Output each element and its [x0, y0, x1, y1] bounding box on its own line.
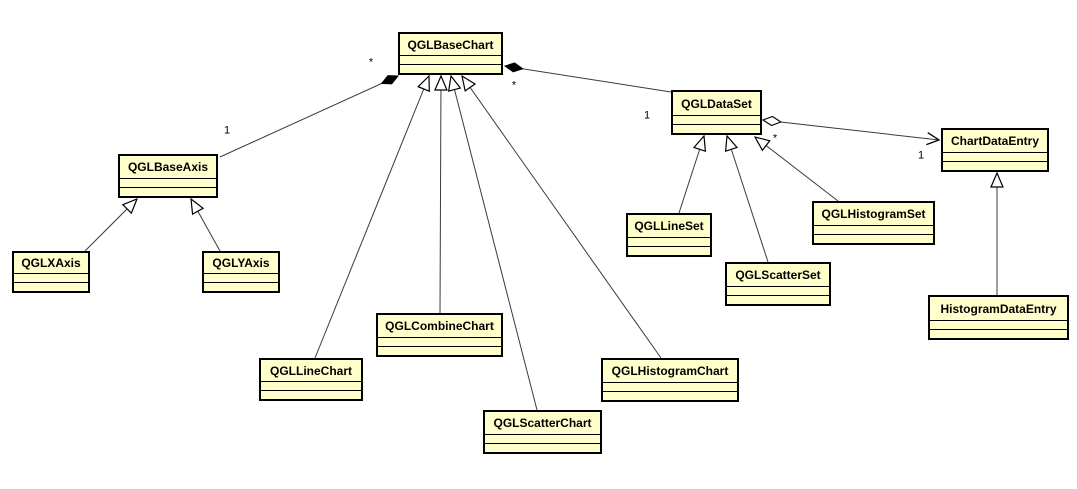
- class-name: QGLBaseAxis: [127, 160, 209, 174]
- class-qglbaseaxis[interactable]: QGLBaseAxis: [118, 154, 218, 198]
- multiplicity-label: 1: [643, 109, 651, 122]
- operations-compartment: [628, 246, 710, 255]
- attributes-compartment: [628, 237, 710, 246]
- operations-compartment: [261, 390, 361, 399]
- attributes-compartment: [120, 178, 216, 187]
- class-chartdataentry[interactable]: ChartDataEntry: [941, 128, 1049, 172]
- class-name: HistogramDataEntry: [940, 301, 1057, 316]
- operations-compartment: [120, 187, 216, 196]
- multiplicity-label: 1: [223, 124, 231, 137]
- generalization-edge-combinechart-basechart[interactable]: [440, 76, 441, 314]
- generalization-edge-histogramchart-basechart[interactable]: [462, 76, 662, 359]
- attributes-compartment: [204, 273, 278, 282]
- multiplicity-label: *: [368, 56, 374, 69]
- operations-compartment: [943, 161, 1047, 170]
- operations-compartment: [727, 295, 829, 304]
- operations-compartment: [14, 282, 88, 291]
- generalization-edge-histogramset-dataset[interactable]: [755, 137, 839, 202]
- class-name: QGLCombineChart: [385, 319, 494, 333]
- class-qglcombinechart[interactable]: QGLCombineChart: [376, 313, 503, 357]
- class-qglscatterset[interactable]: QGLScatterSet: [725, 262, 831, 306]
- class-name: QGLScatterChart: [493, 416, 592, 430]
- attributes-compartment: [485, 434, 600, 443]
- class-name: QGLBaseChart: [407, 37, 494, 52]
- operations-compartment: [485, 443, 600, 452]
- class-qgllineset[interactable]: QGLLineSet: [626, 213, 712, 257]
- composition-edge-baseaxis-basechart[interactable]: [219, 76, 398, 158]
- class-qglxaxis[interactable]: QGLXAxis: [12, 251, 90, 293]
- operations-compartment: [814, 234, 933, 243]
- class-name: QGLYAxis: [212, 256, 270, 270]
- generalization-edge-yaxis-baseaxis[interactable]: [191, 199, 221, 252]
- attributes-compartment: [814, 225, 933, 234]
- generalization-edge-scatterchart-basechart[interactable]: [451, 76, 538, 411]
- attributes-compartment: [14, 273, 88, 282]
- generalization-edge-xaxis-baseaxis[interactable]: [84, 199, 137, 252]
- attributes-compartment: [261, 381, 361, 390]
- class-name: QGLLineChart: [269, 363, 352, 378]
- attributes-compartment: [400, 55, 501, 64]
- attributes-compartment: [378, 337, 501, 346]
- operations-compartment: [378, 346, 501, 355]
- operations-compartment: [204, 282, 278, 291]
- class-qglscatterchart[interactable]: QGLScatterChart: [483, 410, 602, 454]
- attributes-compartment: [727, 286, 829, 295]
- composition-edge-dataset-basechart[interactable]: [505, 66, 672, 93]
- class-qglhistogramset[interactable]: QGLHistogramSet: [812, 201, 935, 245]
- class-name: QGLXAxis: [21, 256, 81, 270]
- class-name: ChartDataEntry: [950, 134, 1040, 148]
- class-name: QGLLineSet: [634, 219, 704, 233]
- class-qglhistogramchart[interactable]: QGLHistogramChart: [601, 358, 739, 402]
- generalization-edge-scatterset-dataset[interactable]: [727, 136, 769, 263]
- class-histogramdataentry[interactable]: HistogramDataEntry: [928, 295, 1069, 340]
- class-qglbasechart[interactable]: QGLBaseChart: [398, 32, 503, 75]
- operations-compartment: [400, 64, 501, 73]
- operations-compartment: [673, 124, 760, 133]
- generalization-edge-linechart-basechart[interactable]: [314, 76, 429, 359]
- attributes-compartment: [673, 115, 760, 124]
- attributes-compartment: [930, 320, 1067, 329]
- multiplicity-label: 1: [917, 149, 925, 162]
- generalization-edge-lineset-dataset[interactable]: [678, 136, 704, 214]
- class-qgllinechart[interactable]: QGLLineChart: [259, 358, 363, 401]
- attributes-compartment: [943, 152, 1047, 161]
- attributes-compartment: [603, 382, 737, 391]
- multiplicity-label: *: [511, 79, 517, 92]
- operations-compartment: [930, 329, 1067, 338]
- class-qgldataset[interactable]: QGLDataSet: [671, 90, 762, 135]
- aggregation-edge-dataset-chartdataentry[interactable]: [763, 120, 939, 140]
- multiplicity-label: *: [772, 132, 778, 145]
- class-name: QGLHistogramSet: [821, 207, 926, 221]
- class-qglyaxis[interactable]: QGLYAxis: [202, 251, 280, 293]
- class-name: QGLScatterSet: [735, 268, 821, 282]
- operations-compartment: [603, 391, 737, 400]
- class-name: QGLHistogramChart: [611, 364, 729, 378]
- class-name: QGLDataSet: [681, 96, 752, 111]
